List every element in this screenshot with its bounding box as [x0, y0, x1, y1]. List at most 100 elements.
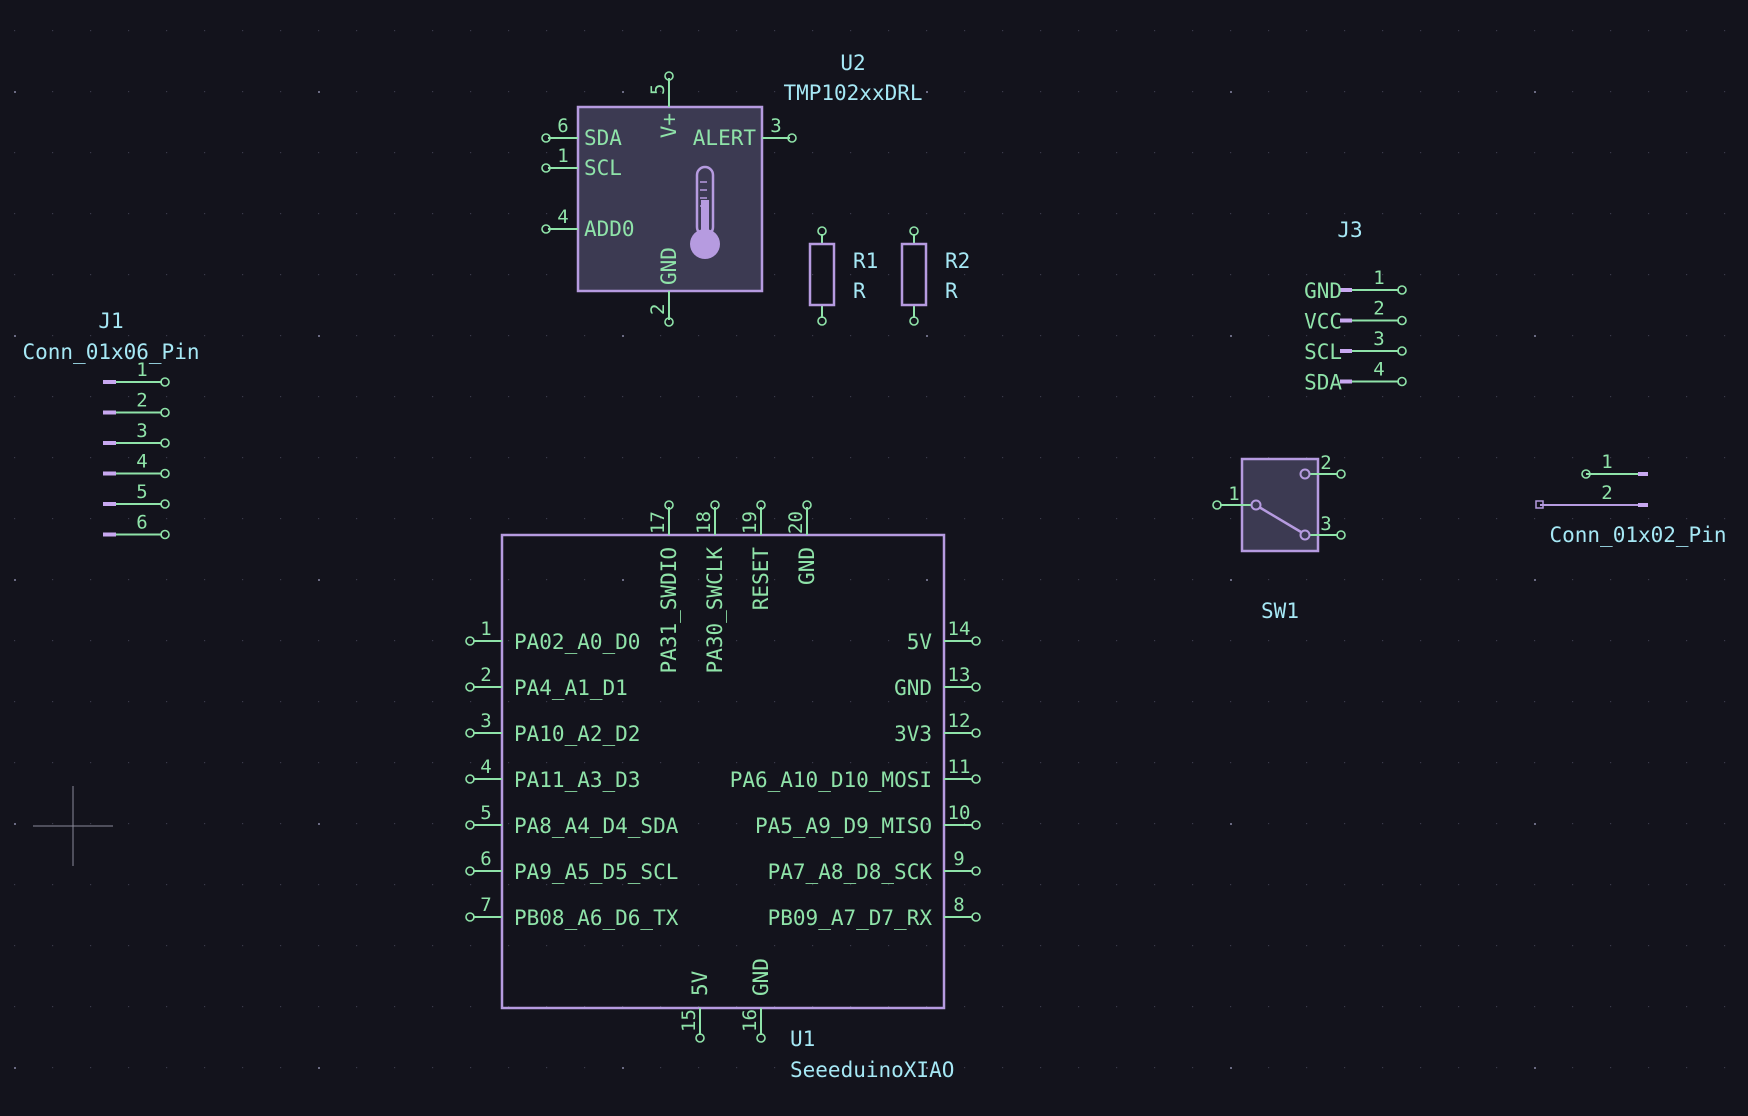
r1-symbol[interactable]: R1 R — [808, 226, 878, 326]
sw1-pin-number: 1 — [1228, 483, 1239, 505]
u1-pin-number: 13 — [948, 664, 971, 686]
u1-pin-name: PA6_A10_D10_MOSI — [730, 768, 932, 792]
sw1-pin-number: 2 — [1320, 452, 1331, 474]
u1-pin-name: PA31_SWDIO — [657, 547, 681, 673]
u2-pin-name: V+ — [657, 113, 681, 138]
j3-pin-number: 2 — [1373, 298, 1384, 320]
u1-pin-number: 17 — [647, 511, 669, 534]
u1-pin-name: GND — [795, 547, 819, 585]
u1-pin-name: GND — [894, 676, 932, 700]
u1-body[interactable] — [500, 533, 946, 1010]
u2-pin-number: 4 — [557, 206, 568, 228]
j3-pin-name: GND — [1304, 279, 1342, 303]
j3-pin-name: SCL — [1304, 340, 1342, 364]
u1-pin-name: PB08_A6_D6_TX — [514, 906, 679, 930]
j1-reference: J1 — [98, 309, 123, 333]
u1-pin-number: 15 — [678, 1009, 700, 1032]
u1-pin-name: PA8_A4_D4_SDA — [514, 814, 679, 838]
u1-pin-number: 4 — [480, 756, 491, 778]
j1-pin-number: 2 — [136, 390, 147, 412]
u1-pin-name: RESET — [749, 547, 773, 611]
u1-pin-name: PA4_A1_D1 — [514, 676, 628, 700]
u2-pin-name: SDA — [584, 126, 622, 150]
u1-pin-name: PA5_A9_D9_MISO — [755, 814, 932, 838]
j1-pin-number: 4 — [136, 451, 147, 473]
u1-pin-number: 20 — [785, 511, 807, 534]
u1-pin-number: 9 — [953, 848, 964, 870]
u1-pin-name: PA11_A3_D3 — [514, 768, 640, 792]
r1-value: R — [853, 279, 866, 303]
sw1-reference: SW1 — [1261, 599, 1299, 623]
r2-symbol[interactable]: R2 R — [900, 226, 970, 326]
j3-pin-number: 4 — [1373, 359, 1384, 381]
crosshair-cursor — [33, 786, 113, 866]
j1-pin-number: 5 — [136, 481, 147, 503]
u1-pin-number: 2 — [480, 664, 491, 686]
j3-pin-number: 1 — [1373, 267, 1384, 289]
j3-reference: J3 — [1337, 218, 1362, 242]
u2-pin-number: 2 — [647, 304, 669, 315]
sw1-switch[interactable]: 1 2 3 SW1 — [1212, 452, 1346, 623]
j2-connector[interactable]: 1 2 Conn_01x02_Pin — [1535, 451, 1727, 547]
j3-pin-name: SDA — [1304, 371, 1342, 395]
j1-pin-number: 3 — [136, 420, 147, 442]
u1-pin-number: 7 — [480, 894, 491, 916]
u1-pin-name: PA02_A0_D0 — [514, 630, 640, 654]
u1-pin-number: 10 — [948, 802, 971, 824]
r2-body[interactable] — [900, 242, 928, 307]
u2-symbol[interactable]: U2 TMP102xxDRL 6 1 4 SDA SCL ADD0 5 V+ 2… — [541, 51, 923, 327]
r1-reference: R1 — [853, 249, 878, 273]
j3-pin-number: 3 — [1373, 328, 1384, 350]
u1-pin-number: 11 — [948, 756, 971, 778]
j3-pin-name: VCC — [1304, 310, 1342, 334]
u1-pin-number: 8 — [953, 894, 964, 916]
u1-pin-number: 16 — [739, 1009, 761, 1032]
u1-pin-name: PA9_A5_D5_SCL — [514, 860, 678, 884]
grid-dots — [14, 30, 1726, 1069]
u1-pin-name: PB09_A7_D7_RX — [768, 906, 933, 930]
u1-pin-number: 5 — [480, 802, 491, 824]
u2-body[interactable] — [576, 105, 764, 293]
u1-pin-number: 1 — [480, 618, 491, 640]
u1-pin-name: GND — [749, 958, 773, 996]
u2-reference: U2 — [840, 51, 865, 75]
u1-value: SeeeduinoXIAO — [790, 1058, 954, 1082]
j1-pin-number: 6 — [136, 512, 147, 534]
u1-pin-name: 5V — [907, 630, 933, 654]
u2-pin-number: 1 — [557, 145, 568, 167]
u2-pin-name: SCL — [584, 156, 622, 180]
r2-reference: R2 — [945, 249, 970, 273]
u1-pin-number: 6 — [480, 848, 491, 870]
u1-pin-name: 3V3 — [894, 722, 932, 746]
u1-reference: U1 — [790, 1027, 815, 1051]
u2-pin-number: 6 — [557, 115, 568, 137]
sw1-pin-number: 3 — [1320, 513, 1331, 535]
u1-pin-name: PA10_A2_D2 — [514, 722, 640, 746]
u1-pin-name: PA30_SWCLK — [703, 547, 727, 674]
j2-pin-number: 1 — [1601, 451, 1612, 473]
j2-pin-number: 2 — [1601, 482, 1612, 504]
j1-connector[interactable]: J1 Conn_01x06_Pin 1 2 3 4 5 6 — [22, 309, 200, 540]
u1-pin-number: 3 — [480, 710, 491, 732]
u1-pin-name: PA7_A8_D8_SCK — [768, 860, 933, 884]
j1-pin-number: 1 — [136, 359, 147, 381]
u2-pin-number: 3 — [770, 115, 781, 137]
u1-pin-number: 12 — [948, 710, 971, 732]
r2-value: R — [945, 279, 958, 303]
u1-pin-number: 19 — [739, 511, 761, 534]
u1-pin-number: 18 — [693, 511, 715, 534]
u1-pin-name: 5V — [688, 970, 712, 996]
u2-value: TMP102xxDRL — [783, 81, 922, 105]
u2-pin-name: ALERT — [693, 126, 757, 150]
thermometer-icon — [690, 165, 720, 259]
u2-pin-number: 5 — [647, 84, 669, 95]
r1-body[interactable] — [808, 242, 836, 307]
u1-pin-number: 14 — [948, 618, 971, 640]
u2-pin-name: ADD0 — [584, 217, 635, 241]
u2-pin-name: GND — [657, 247, 681, 285]
j2-value: Conn_01x02_Pin — [1549, 523, 1726, 547]
j1-value: Conn_01x06_Pin — [22, 340, 199, 364]
